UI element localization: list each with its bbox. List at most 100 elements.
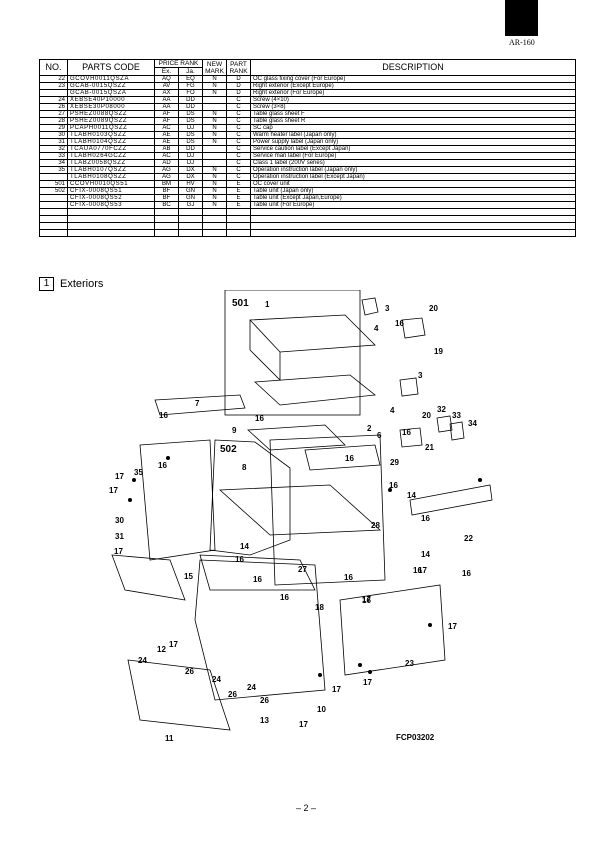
cell-new: N bbox=[202, 201, 228, 209]
cell-ex bbox=[154, 229, 179, 237]
cell-code: XEBSE30P08000 bbox=[67, 103, 155, 111]
cell-code: TLABH0264GCZZ bbox=[67, 152, 155, 160]
cell-new: N bbox=[202, 173, 228, 181]
callout-number: 3 bbox=[385, 304, 390, 313]
header-ex: Ex. bbox=[154, 67, 179, 76]
cell-no: 33 bbox=[39, 152, 68, 160]
cell-rank: D bbox=[226, 82, 252, 90]
header-part-rank: PART RANK bbox=[226, 59, 252, 76]
cell-rank: C bbox=[226, 124, 252, 132]
cell-ja: DD bbox=[177, 145, 204, 153]
cell-ja: GN bbox=[177, 187, 204, 195]
cell-new bbox=[202, 229, 228, 237]
callout-number: 16 bbox=[462, 569, 471, 578]
cell-no: 22 bbox=[39, 75, 68, 83]
cell-rank: C bbox=[226, 152, 252, 160]
cell-rank: E bbox=[226, 201, 252, 209]
cell-code: GCAB-0015QSZA bbox=[67, 89, 155, 97]
cell-ja: DX bbox=[177, 173, 204, 181]
bracket-part bbox=[401, 317, 426, 339]
callout-number: 24 bbox=[212, 675, 221, 684]
cell-no: 32 bbox=[39, 145, 68, 153]
cell-rank: C bbox=[226, 117, 252, 125]
header-price-rank: PRICE RANK bbox=[153, 59, 204, 68]
callout-number: 16 bbox=[345, 454, 354, 463]
callout-number: 2 bbox=[367, 424, 372, 433]
cell-ex: BF bbox=[154, 194, 179, 202]
cell-rank: C bbox=[226, 173, 252, 181]
section-name: Exteriors bbox=[60, 278, 104, 290]
callout-number: 28 bbox=[371, 521, 380, 530]
cell-no: 26 bbox=[39, 103, 68, 111]
callout-number: 11 bbox=[165, 734, 174, 743]
callout-number: 17 bbox=[363, 678, 372, 687]
cell-new bbox=[202, 159, 228, 167]
cell-ex: AG bbox=[154, 166, 179, 174]
callout-number: 16 bbox=[395, 319, 404, 328]
callout-number: 17 bbox=[448, 622, 457, 631]
header-no: NO. bbox=[39, 59, 68, 76]
cell-no: 27 bbox=[39, 110, 68, 118]
callout-number: 14 bbox=[421, 550, 430, 559]
sheet-27 bbox=[199, 554, 316, 591]
callout-number: 16 bbox=[255, 414, 264, 423]
cell-ja bbox=[177, 208, 204, 216]
cell-desc: Class 1 label (200V series) bbox=[250, 159, 576, 167]
cell-code: CFIX-0008QS52 bbox=[67, 194, 155, 202]
cell-desc: Service man label (For Europe) bbox=[250, 152, 576, 160]
cell-rank: C bbox=[226, 110, 252, 118]
cell-no bbox=[39, 222, 68, 230]
cell-desc bbox=[250, 229, 576, 237]
callout-number: 16 bbox=[421, 514, 430, 523]
screw-markers bbox=[128, 456, 482, 677]
cell-ex: AG bbox=[154, 173, 179, 181]
cell-desc: Table glass sheet F bbox=[250, 110, 576, 118]
cell-rank: D bbox=[226, 89, 252, 97]
table-row bbox=[39, 222, 576, 230]
right-exterior bbox=[339, 584, 446, 676]
cell-ja: EQ bbox=[177, 75, 204, 83]
page-number: – 2 – bbox=[295, 803, 317, 813]
cell-ja: DJ bbox=[177, 124, 204, 132]
callout-number: 17 bbox=[418, 566, 427, 575]
cell-rank: C bbox=[226, 131, 252, 139]
callout-number: 16 bbox=[413, 566, 422, 575]
callout-number: 29 bbox=[390, 458, 399, 467]
callout-number: 18 bbox=[315, 603, 324, 612]
cell-desc: Warm heater label (Japan only) bbox=[250, 131, 576, 139]
section-number: 1 bbox=[39, 277, 54, 291]
header-description: DESCRIPTION bbox=[250, 59, 576, 76]
cell-desc: Table unit (Except Japan,Europe) bbox=[250, 194, 576, 202]
cell-desc: Table unit (Japan only) bbox=[250, 187, 576, 195]
cell-ja: DS bbox=[177, 131, 204, 139]
cell-code: CFIX-0008QS51 bbox=[67, 187, 155, 195]
oc-glass-fixing-cover bbox=[409, 484, 493, 516]
hinge-part-lower bbox=[399, 377, 419, 397]
cell-ex: AB bbox=[154, 145, 179, 153]
cell-ja: DD bbox=[177, 96, 204, 104]
cell-no: 502 bbox=[39, 187, 68, 195]
callout-number: 23 bbox=[405, 659, 414, 668]
cell-new: N bbox=[202, 110, 228, 118]
front-cover bbox=[127, 659, 231, 731]
parts-table: NO. PARTS CODE PRICE RANK NEW MARK PART … bbox=[39, 59, 576, 237]
cell-new: N bbox=[202, 117, 228, 125]
cell-rank: E bbox=[226, 180, 252, 188]
cell-no: 28 bbox=[39, 117, 68, 125]
cell-desc: Right exterior (Except Europe) bbox=[250, 82, 576, 90]
cell-code: TLABH0107QSZZ bbox=[67, 166, 155, 174]
table-unit-frame-right bbox=[269, 434, 386, 586]
cell-code: TLABZ0058QSZZ bbox=[67, 159, 155, 167]
cell-desc: Screw (3×8) bbox=[250, 103, 576, 111]
cell-ex: AC bbox=[154, 124, 179, 132]
section-title: 1 Exteriors bbox=[39, 277, 103, 291]
cell-rank bbox=[226, 229, 252, 237]
cell-code: XEBSE40P10000 bbox=[67, 96, 155, 104]
